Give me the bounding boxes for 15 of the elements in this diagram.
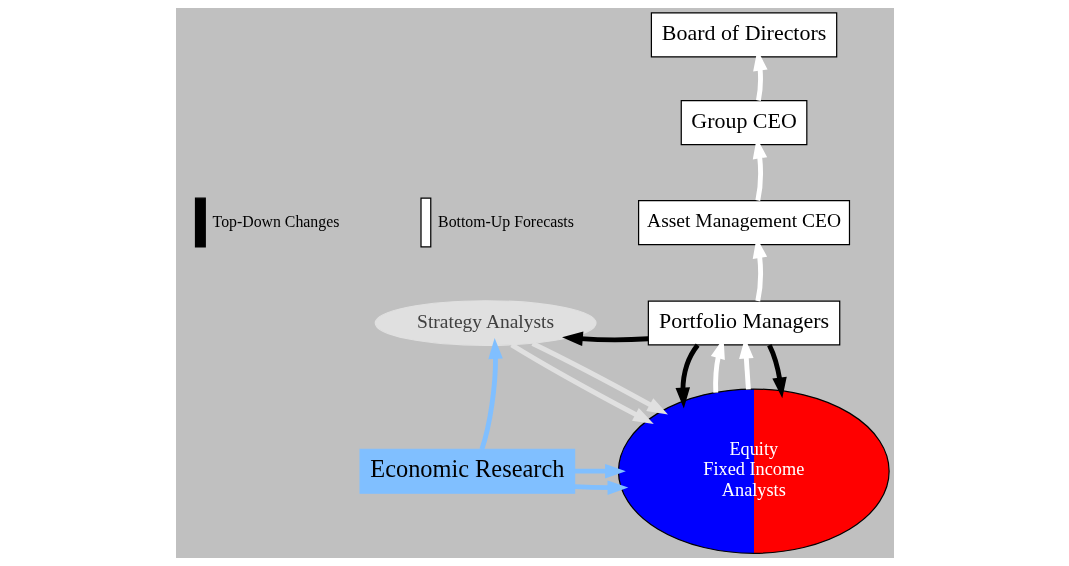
arrow bbox=[675, 343, 700, 409]
arrow bbox=[766, 344, 787, 399]
arrow bbox=[574, 480, 628, 495]
arrow bbox=[530, 341, 668, 415]
arrow bbox=[479, 338, 503, 450]
node-box: Economic Research bbox=[358, 448, 575, 494]
arrow bbox=[574, 463, 626, 479]
arrow bbox=[561, 331, 648, 347]
node-box: Portfolio Managers bbox=[647, 300, 840, 346]
node-box: Group CEO bbox=[680, 100, 807, 146]
legend-label: Bottom-Up Forecasts bbox=[437, 212, 574, 230]
node-box: Asset Management CEO bbox=[637, 200, 850, 246]
legend-label: Top-Down Changes bbox=[212, 212, 339, 230]
arrow bbox=[509, 342, 654, 425]
node-box: Board of Directors bbox=[650, 12, 837, 58]
